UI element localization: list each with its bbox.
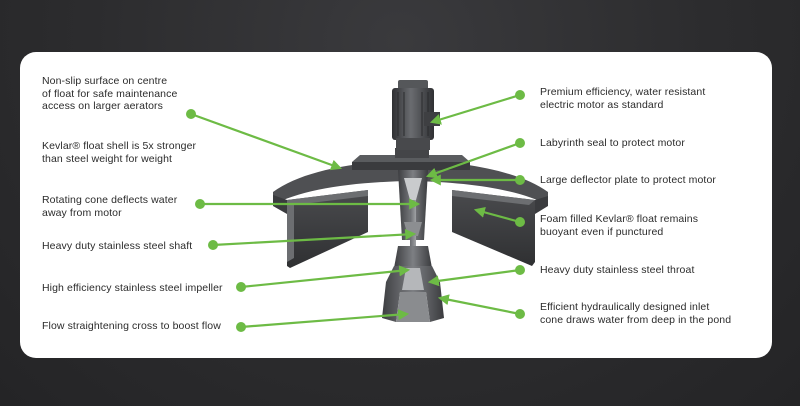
label-deflector-plate: Large deflector plate to protect motor <box>540 174 716 186</box>
deflector-plate <box>352 148 470 170</box>
throat <box>382 246 444 322</box>
label-electric-motor: Premium efficiency, water resistant elec… <box>540 86 706 111</box>
leader-dots-right <box>515 90 525 319</box>
motor <box>392 80 440 150</box>
label-rotating-cone: Rotating cone deflects water away from m… <box>42 194 178 219</box>
central-column <box>398 170 428 252</box>
leader-dots-left <box>186 109 246 332</box>
label-impeller: High efficiency stainless steel impeller <box>42 282 223 294</box>
float-shell <box>273 160 548 268</box>
label-inlet-cone: Efficient hydraulically designed inlet c… <box>540 301 732 326</box>
label-kevlar-float-shell: Kevlar® float shell is 5x stronger than … <box>42 140 197 165</box>
label-stainless-throat: Heavy duty stainless steel throat <box>540 264 695 276</box>
leader-lines-right <box>425 93 521 316</box>
label-flow-straightening-cross: Flow straightening cross to boost flow <box>42 320 221 332</box>
label-foam-filled-float: Foam filled Kevlar® float remains buoyan… <box>540 213 699 238</box>
label-stainless-shaft: Heavy duty stainless steel shaft <box>42 240 193 252</box>
label-non-slip-surface: Non-slip surface on centre of float for … <box>42 75 178 112</box>
label-labyrinth-seal: Labyrinth seal to protect motor <box>540 137 685 149</box>
leader-lines-left <box>190 112 421 329</box>
